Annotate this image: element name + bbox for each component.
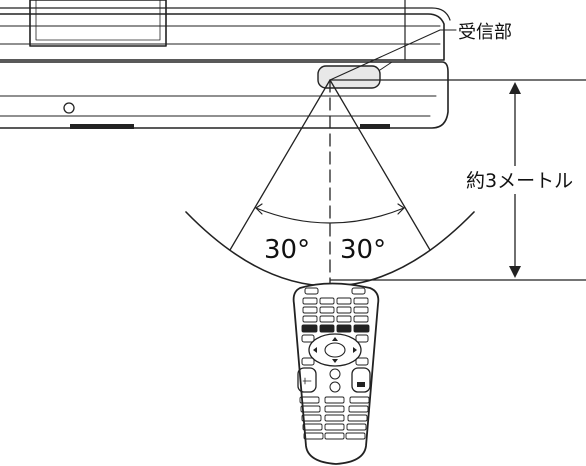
distance-label: 約3メートル bbox=[466, 170, 573, 192]
angle-arc bbox=[255, 207, 405, 224]
remote-volume-channel bbox=[297, 367, 371, 393]
power-led-icon bbox=[63, 102, 75, 114]
remote-dpad bbox=[301, 333, 369, 367]
arrow-up-icon bbox=[509, 82, 521, 94]
signal-cone bbox=[185, 79, 475, 301]
arrow-down-icon bbox=[509, 266, 521, 278]
device-unit bbox=[0, 0, 451, 129]
angle-right-label: 30° bbox=[340, 235, 386, 265]
receiver-leader-line bbox=[329, 29, 441, 81]
remote-number-pad bbox=[299, 396, 370, 440]
ir-receiver-window bbox=[317, 65, 381, 89]
top-slot-panel bbox=[29, 0, 167, 47]
remote-body bbox=[292, 282, 380, 465]
receiver-label: 受信部 bbox=[458, 22, 512, 43]
remote-control bbox=[292, 282, 380, 465]
remote-button-grid bbox=[301, 297, 370, 333]
angle-left-label: 30° bbox=[264, 235, 310, 265]
remote-power-button bbox=[304, 287, 319, 295]
